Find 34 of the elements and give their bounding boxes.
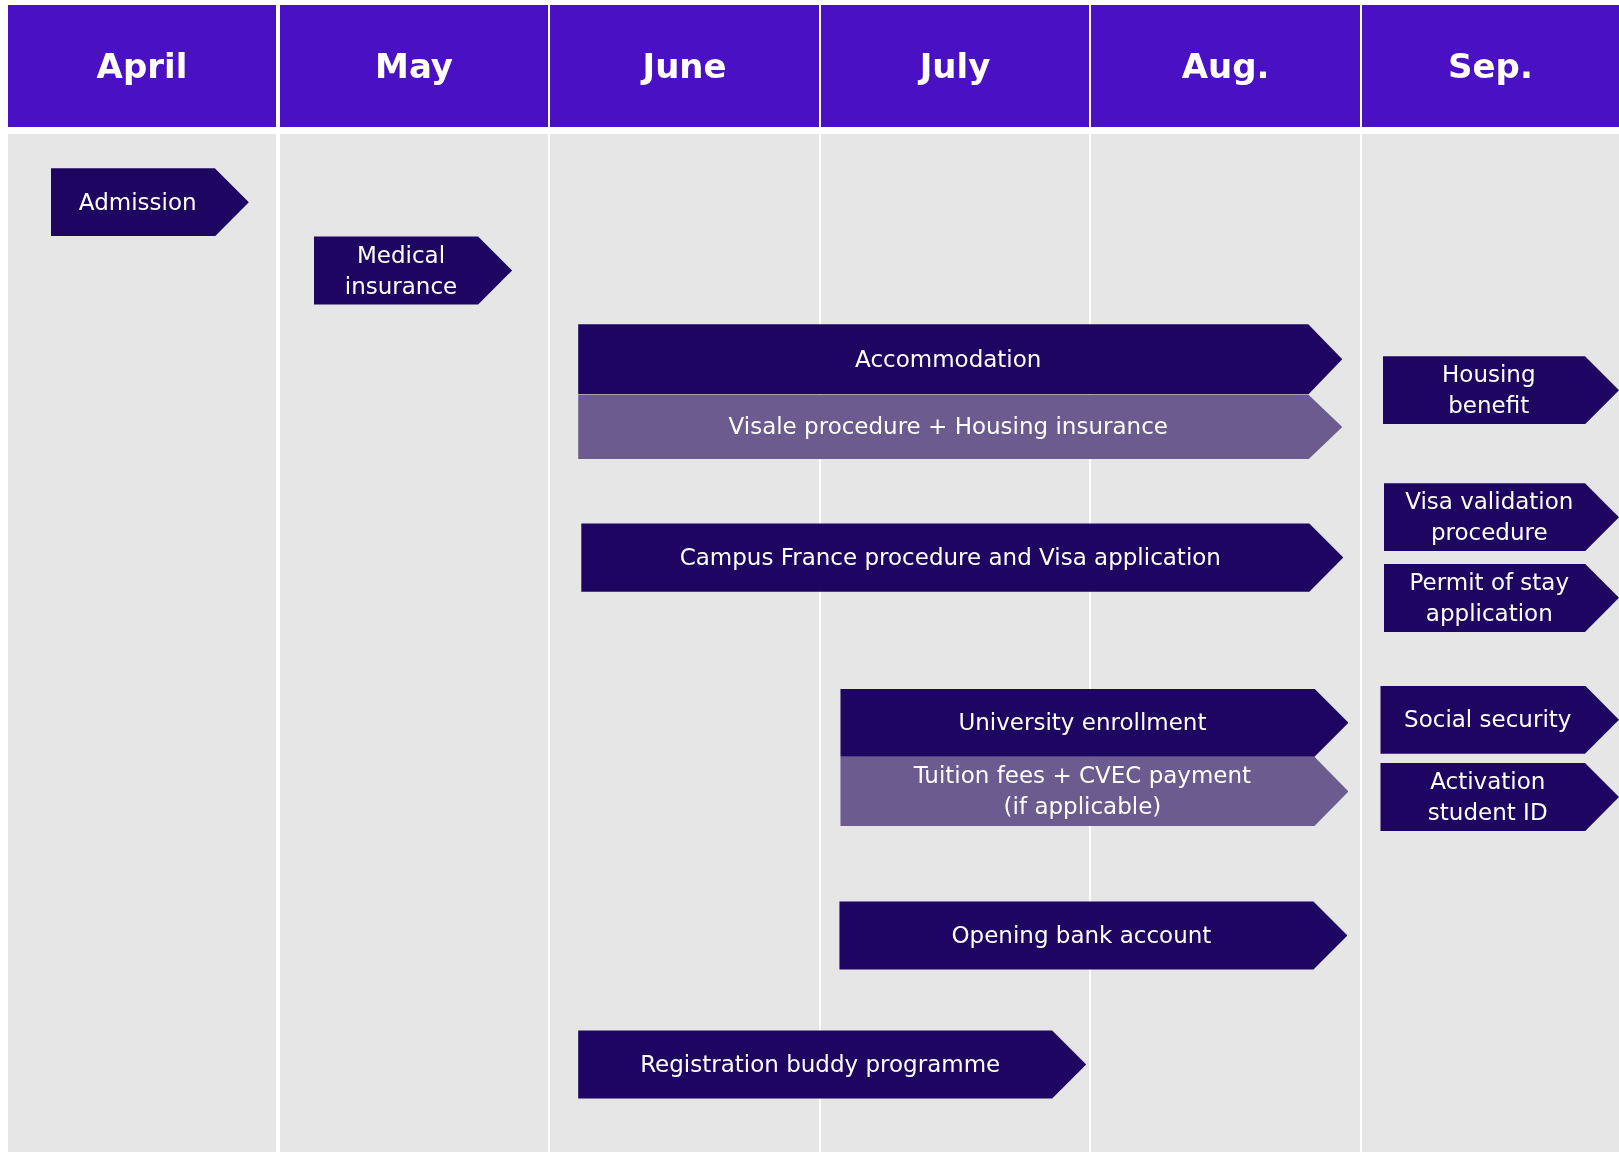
task-bar: [578, 324, 1343, 395]
task-bar: [581, 523, 1344, 592]
task-bar: [313, 236, 513, 305]
task-label: Social security: [1404, 705, 1572, 735]
month-header: June: [550, 5, 819, 127]
task-label: Visa validation procedure: [1404, 487, 1575, 548]
task-label: Registration buddy programme: [640, 1050, 1001, 1079]
task-label: Tuition fees + CVEC payment (if applicable): [912, 761, 1253, 822]
month-header: Sep.: [1361, 5, 1619, 127]
month-header: May: [279, 5, 549, 127]
task-label: Housing benefit: [1441, 360, 1537, 421]
task-label: University enrollment: [958, 708, 1207, 738]
task-label: Opening bank account: [951, 920, 1212, 950]
task-label: Admission: [78, 187, 197, 217]
task-bar: [840, 688, 1349, 757]
task-bar: [578, 1030, 1087, 1099]
task-label: Medical insurance: [343, 240, 459, 301]
task-bar: [1383, 483, 1619, 552]
task-bar: [839, 901, 1348, 970]
task-bar: [1383, 563, 1619, 632]
task-bar: [1380, 763, 1619, 832]
month-header: April: [8, 5, 276, 127]
month-header: July: [820, 5, 1090, 127]
task-label: Visale procedure + Housing insurance: [728, 412, 1168, 442]
task-bar: [840, 756, 1349, 826]
task-label: Activation student ID: [1426, 767, 1549, 828]
month-header: Aug.: [1091, 5, 1360, 127]
task-label: Accommodation: [855, 344, 1042, 374]
task-bar: [50, 168, 249, 237]
task-bar: [1382, 356, 1619, 425]
task-label: Permit of stay application: [1408, 567, 1571, 628]
task-bar: [1380, 685, 1619, 754]
task-label: Campus France procedure and Visa application: [679, 543, 1221, 573]
task-bar: [578, 394, 1343, 460]
